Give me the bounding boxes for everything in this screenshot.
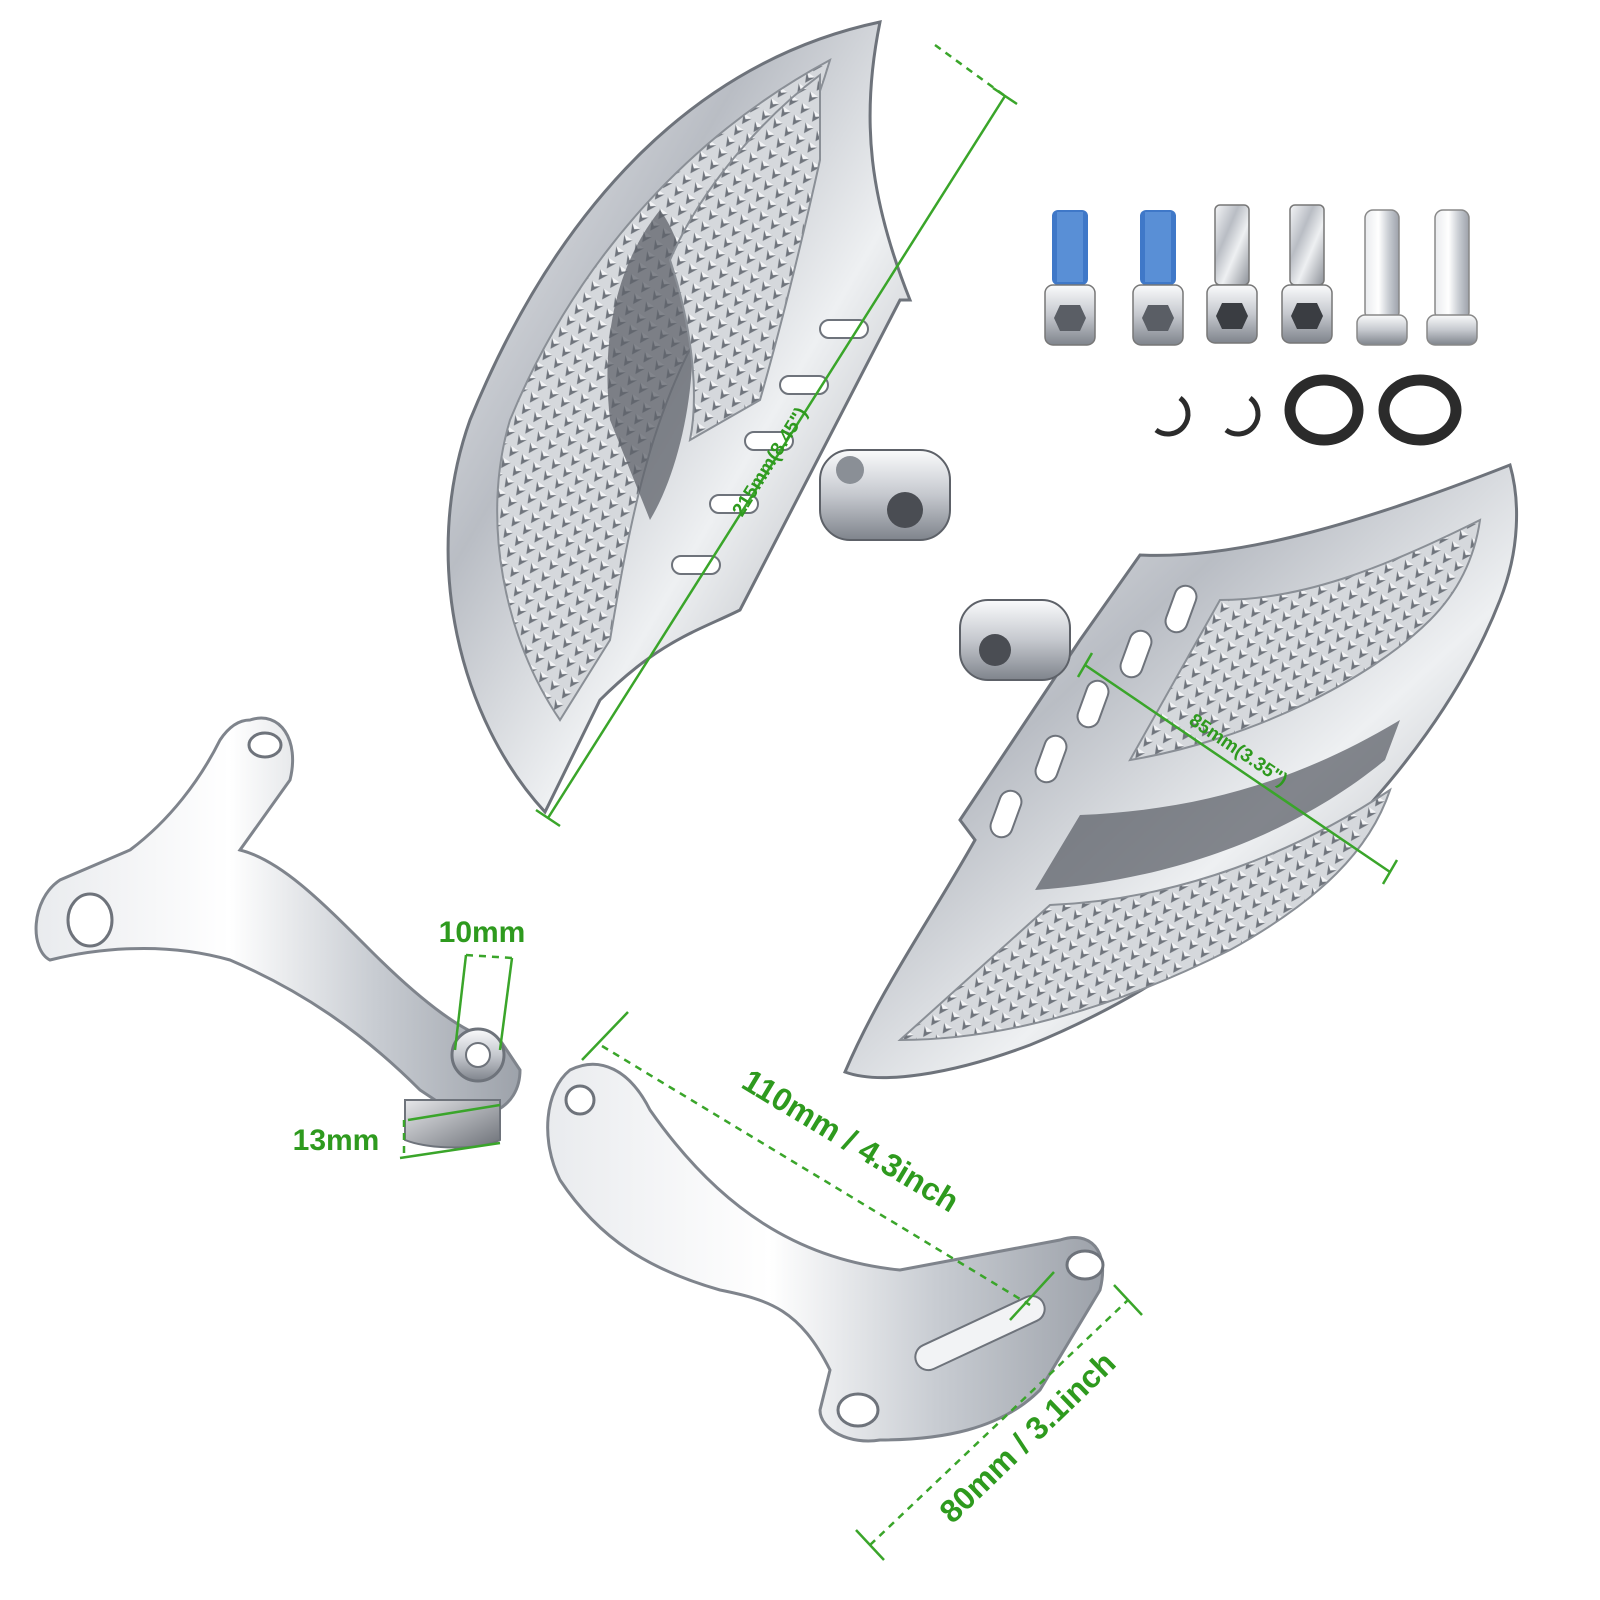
bracket-right [546,1062,1105,1443]
floorboard-left [446,20,951,815]
clevis-mount-right [959,599,1071,681]
bolt-threadlock-1 [1044,210,1096,346]
hardware-kit [1044,204,1478,446]
bolt-1 [1206,204,1258,344]
dimension-clevis-gap: 13mm [293,1103,501,1160]
bracket-left [34,716,522,1149]
pin-2 [1426,209,1478,346]
bolt-threadlock-2 [1132,210,1184,346]
clevis-gap-label: 13mm [293,1124,380,1157]
snap-ring-2 [1224,396,1261,437]
dimension-pin-diameter: 10mm [439,916,526,1051]
floorboard-right [843,462,1519,1080]
bolt-2 [1281,204,1333,344]
clevis-mount-left [819,449,951,541]
pin-1 [1356,209,1408,346]
wave-washer-1 [1284,374,1364,446]
wave-washer-2 [1378,374,1462,446]
pin-diameter-label: 10mm [439,916,526,949]
snap-ring-1 [1154,396,1191,437]
